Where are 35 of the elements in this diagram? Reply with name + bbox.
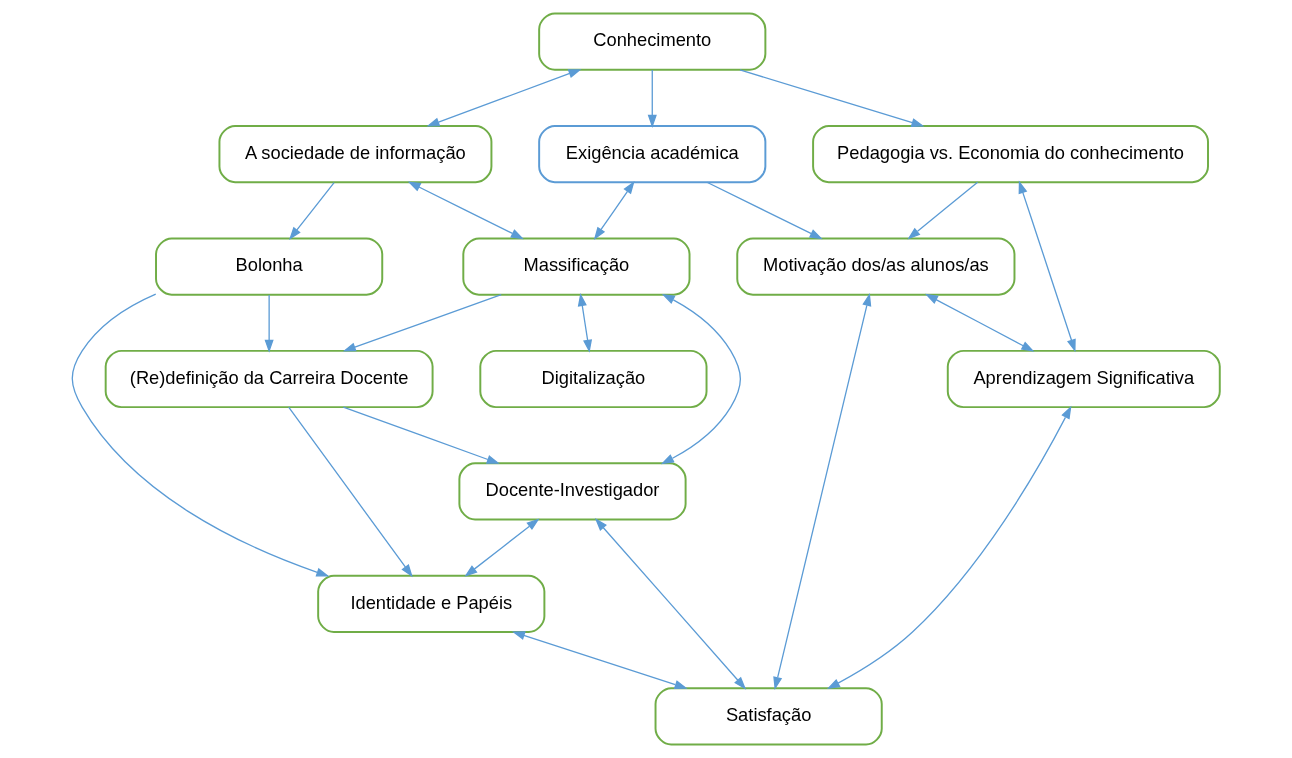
node-box: Docente-Investigador [458,462,687,521]
arrow [342,406,500,464]
arrow [511,631,688,689]
node-box: Aprendizagem Significativa [946,349,1221,409]
arrow [288,406,413,578]
arrow [464,518,540,577]
node-box: Bolonha [155,237,384,296]
arrow [407,181,524,240]
node-box: Identidade e Papéis [317,574,546,633]
arrow [660,293,742,465]
node-box: Motivação dos/as alunos/as [736,237,1016,296]
arrow [773,292,872,690]
arrow [826,405,1072,690]
arrow [907,181,979,240]
arrow [264,294,274,353]
arrow [924,293,1035,352]
node-box: Satisfação [654,687,883,746]
arrow [593,180,635,240]
arrow [1018,180,1076,353]
arrow [577,293,593,353]
node-box: Digitalização [479,349,708,409]
arrow [426,69,582,127]
arrow [647,69,657,128]
arrow [71,293,330,577]
arrow [289,181,335,240]
node-box: Exigência académica [538,125,767,184]
node-box: Massificação [462,237,691,296]
arrow [739,69,925,127]
node-box: A sociedade de informação [218,125,493,184]
node-box: Pedagogia vs. Economia do conhecimento [812,125,1209,184]
arrow [594,518,747,690]
node-box: (Re)definição da Carreira Docente [104,349,434,409]
node-box: Conhecimento [538,12,767,71]
arrow [706,181,823,240]
arrow [342,294,502,352]
